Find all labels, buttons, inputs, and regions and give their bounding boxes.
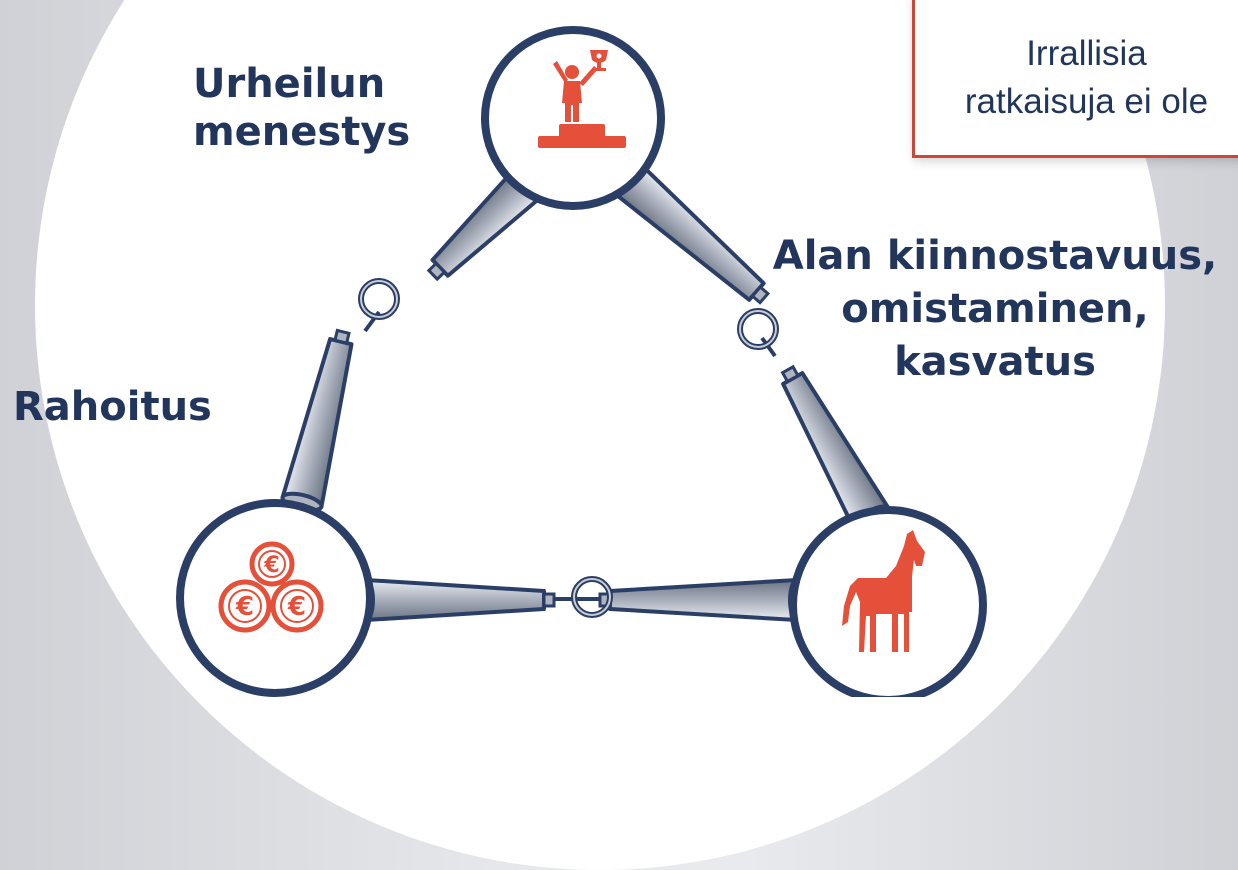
svg-text:€: € <box>287 592 306 622</box>
label-interest-line3: kasvatus <box>894 339 1096 385</box>
bar-left-lower <box>280 328 354 513</box>
bar-bottom-left <box>357 578 556 622</box>
label-interest-line2: omistaminen, <box>841 286 1149 332</box>
svg-text:€: € <box>235 592 254 622</box>
connector-ring-bottom <box>571 576 613 618</box>
label-funding: Rahoitus <box>13 384 212 430</box>
winner-podium-icon <box>538 50 626 148</box>
label-interest-line1: Alan kiinnostavuus, <box>772 233 1218 279</box>
connector-ring-left <box>358 278 400 320</box>
label-sport-line2: menestys <box>193 109 411 155</box>
svg-text:€: € <box>263 553 279 578</box>
label-interest: Alan kiinnostavuus, omistaminen, kasvatu… <box>760 230 1230 389</box>
note-line1: Irrallisia <box>1026 34 1147 73</box>
note-text: Irrallisia ratkaisuja ei ole <box>935 30 1238 126</box>
note-box <box>912 0 1238 158</box>
horse-icon <box>842 530 925 652</box>
bar-bottom-right <box>598 578 806 622</box>
note-line2: ratkaisuja ei ole <box>964 82 1209 121</box>
link-wires <box>363 310 777 601</box>
euro-coins-icon: € € € <box>218 541 324 633</box>
label-sport-line1: Urheilun <box>193 61 386 107</box>
label-sport-success: Urheilun menestys <box>193 60 410 156</box>
connector-ring-right <box>737 308 779 350</box>
snaffle-bit-triangle-diagram: € € € <box>176 26 987 697</box>
